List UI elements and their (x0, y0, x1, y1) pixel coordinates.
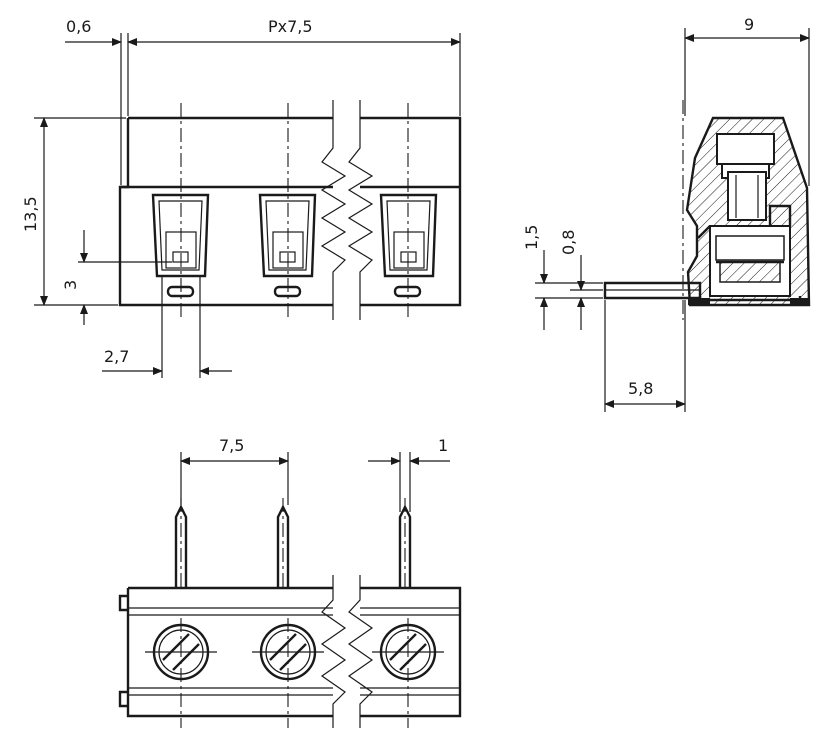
top-body (126, 586, 462, 718)
top-break-right (347, 575, 374, 728)
front-view: 0,6 Px7,5 13,5 3 2,7 (21, 17, 462, 378)
dim-opening-height: 3 (61, 280, 80, 290)
side-pin (603, 281, 702, 300)
dim-pin-length: 5,8 (628, 379, 653, 398)
dim-pitch: 7,5 (219, 436, 244, 455)
dim-pin-offset-b: 0,8 (559, 230, 578, 255)
dim-pitch-length: Px7,5 (268, 17, 313, 36)
dim-pin-offset-a: 1,5 (522, 225, 541, 250)
front-clamp-1 (151, 193, 210, 298)
side-view: 9 1,5 0,8 5,8 (522, 15, 811, 412)
dim-height: 13,5 (21, 196, 40, 232)
dim-front-offset: 0,6 (66, 17, 91, 36)
side-clamp-hatch (719, 261, 781, 283)
top-view: 7,5 1 (118, 436, 462, 728)
top-break-left (320, 575, 347, 728)
dim-pin-thickness: 1 (438, 436, 448, 455)
front-break-right (347, 100, 374, 320)
dim-side-depth: 9 (744, 15, 754, 34)
front-break-left (320, 100, 347, 320)
dim-opening-width: 2,7 (104, 347, 129, 366)
